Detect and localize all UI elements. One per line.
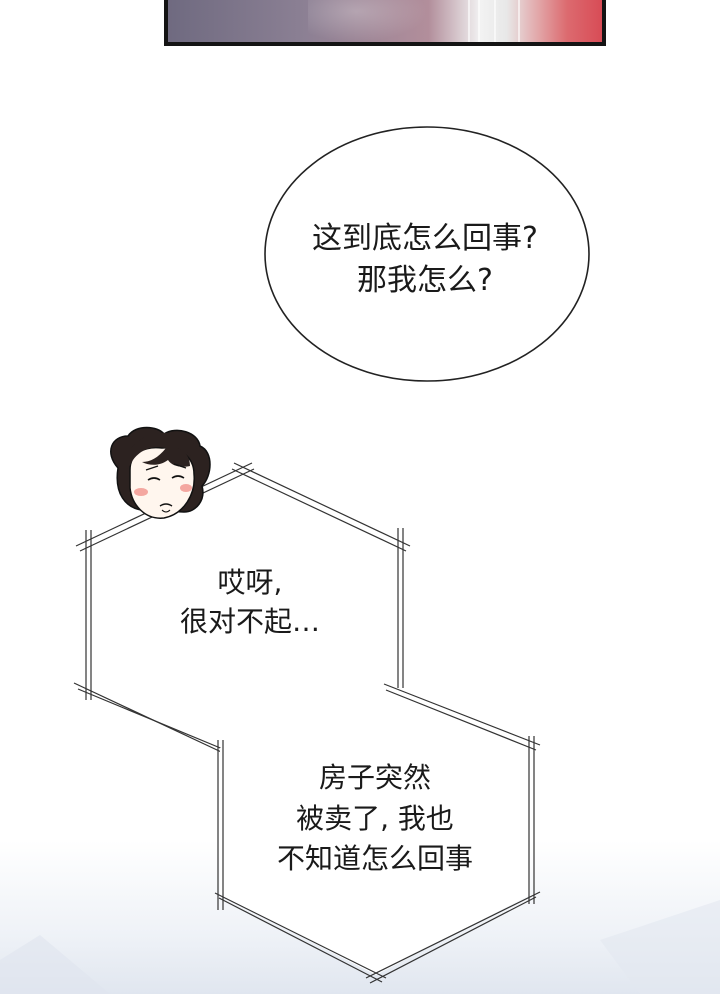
panel-stripe xyxy=(478,0,480,42)
background-shape xyxy=(0,935,110,994)
dialogue-line: 哎呀, xyxy=(217,566,283,599)
chibi-face-icon xyxy=(110,426,211,519)
dialogue-line: 那我怎么? xyxy=(357,263,493,298)
hexagon-bubble-explanation xyxy=(214,683,541,984)
background-shape xyxy=(600,900,720,994)
panel-stripe xyxy=(494,0,496,42)
dialogue-line: 房子突然 xyxy=(318,761,431,794)
dialogue-line: 很对不起… xyxy=(179,605,320,639)
explanation-bubble-text: 房子突然 被卖了, 我也 不知道怎么回事 xyxy=(235,758,515,880)
dialogue-line: 这到底怎么回事? xyxy=(312,221,538,256)
panel-stripe xyxy=(518,0,520,42)
apology-bubble-text: 哎呀, 很对不起… xyxy=(130,563,370,641)
top-panel-image xyxy=(164,0,606,46)
oval-speech-bubble xyxy=(264,126,590,382)
panel-shading xyxy=(308,0,428,42)
dialogue-line: 被卖了, 我也 xyxy=(296,801,454,835)
oval-bubble-text: 这到底怎么回事? 那我怎么? xyxy=(270,218,580,302)
panel-stripe xyxy=(468,0,470,42)
dialogue-line: 不知道怎么回事 xyxy=(276,842,473,876)
